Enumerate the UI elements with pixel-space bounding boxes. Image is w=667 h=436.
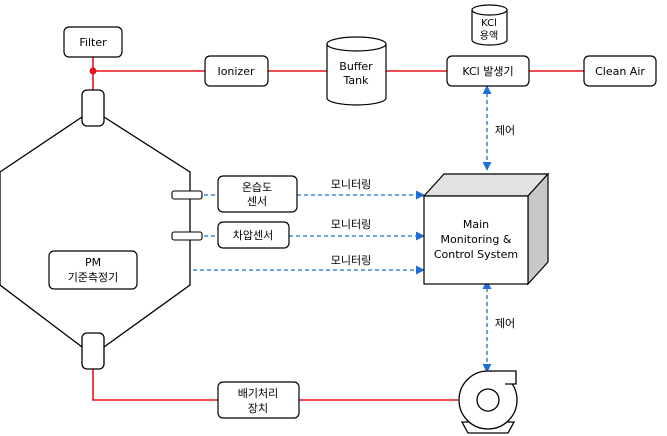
buffer-tank-node: Buffer Tank	[326, 36, 387, 106]
pipe-lines	[92, 55, 584, 401]
control-label-1: 제어	[495, 124, 515, 137]
kcl-generator-label: KCl 발생기	[462, 65, 513, 78]
kcl-solution-label-2: 용액	[480, 30, 498, 42]
main-system-label-2: Monitoring &	[441, 233, 512, 246]
exhaust-unit-label-1: 배기처리	[238, 387, 278, 400]
chamber-vessel	[0, 116, 191, 348]
pump-icon	[458, 370, 518, 434]
kcl-solution-label-1: KCl	[481, 18, 497, 29]
pipe-junction	[89, 67, 97, 75]
diff-pressure-sensor-node: 차압센서	[217, 221, 290, 249]
chamber-inlet-port	[81, 89, 105, 127]
kcl-generator-node: KCl 발생기	[446, 55, 530, 87]
signal-lines	[137, 85, 492, 373]
control-label-2: 제어	[495, 317, 515, 330]
main-system-node: Main Monitoring & Control System	[422, 172, 550, 286]
buffer-tank-label-2: Tank	[343, 74, 370, 87]
filter-node: Filter	[63, 26, 123, 58]
filter-label: Filter	[79, 36, 107, 49]
chamber-outlet-port	[81, 332, 105, 370]
clean-air-label: Clean Air	[595, 65, 645, 78]
temp-humidity-label-2: 센서	[247, 195, 267, 208]
sensor-probe-2	[171, 231, 203, 241]
exhaust-unit-node: 배기처리 장치	[217, 381, 300, 419]
main-system-label-1: Main	[463, 218, 489, 231]
monitoring-label-2: 모니터링	[331, 218, 371, 231]
temp-humidity-sensor-node: 온습도 센서	[217, 175, 298, 213]
ionizer-label: Ionizer	[217, 65, 255, 78]
kcl-solution-node: KCl 용액	[471, 4, 508, 46]
diff-pressure-label: 차압센서	[233, 229, 273, 242]
sensor-probe-1	[171, 190, 203, 200]
monitoring-label-1: 모니터링	[331, 178, 371, 191]
exhaust-unit-label-2: 장치	[248, 402, 268, 415]
clean-air-node: Clean Air	[583, 55, 657, 87]
temp-humidity-label-1: 온습도	[242, 181, 272, 194]
main-system-label-3: Control System	[434, 248, 518, 261]
buffer-tank-label-1: Buffer	[339, 60, 373, 73]
pm-reference-node: PM 기준측정기	[48, 250, 138, 290]
pm-reference-label-1: PM	[85, 256, 101, 269]
ionizer-node: Ionizer	[204, 55, 269, 87]
monitoring-label-3: 모니터링	[331, 254, 371, 267]
pm-reference-label-2: 기준측정기	[68, 271, 119, 284]
